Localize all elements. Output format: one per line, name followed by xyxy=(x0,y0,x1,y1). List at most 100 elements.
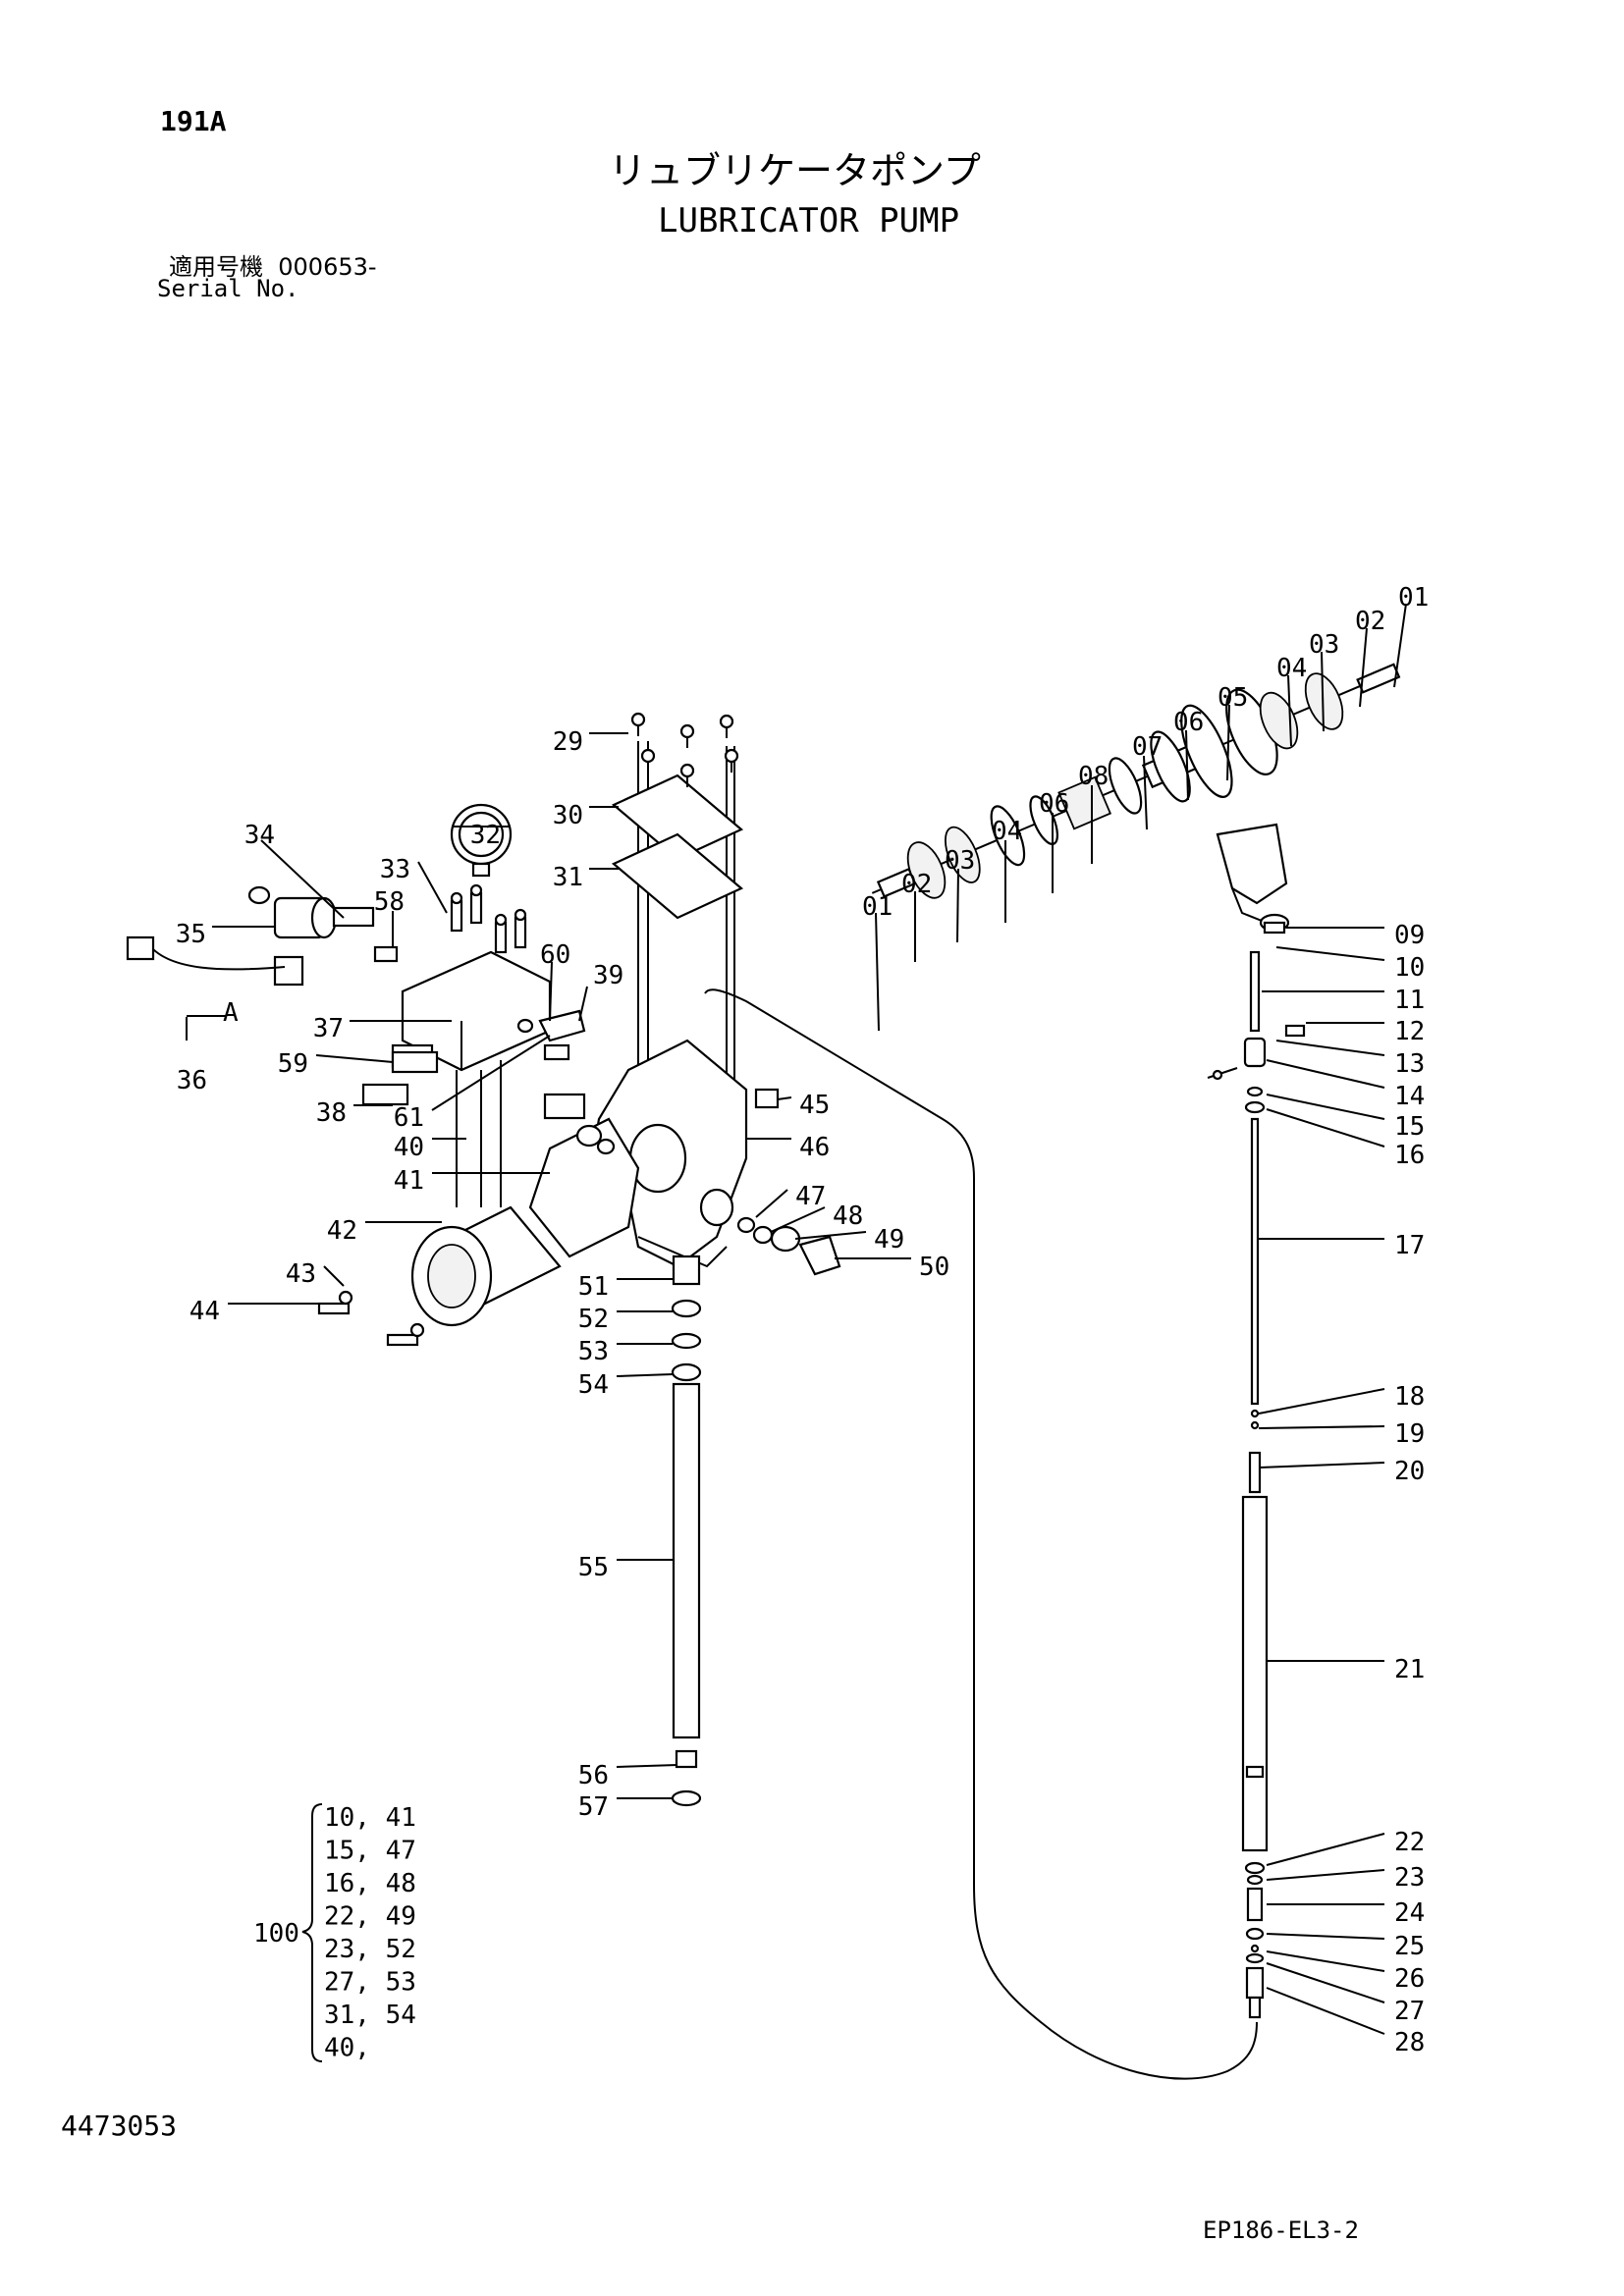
callout-leader xyxy=(777,1096,792,1100)
callout-label: 29 xyxy=(553,727,583,757)
pump-housing xyxy=(528,1039,748,1268)
callout-leader xyxy=(616,1764,678,1768)
callout-label: 27 xyxy=(1394,1997,1425,2026)
callout-label: 35 xyxy=(176,920,206,949)
callout-leader xyxy=(1266,1108,1385,1148)
callout-label: 23 xyxy=(1394,1863,1425,1893)
callout-leader xyxy=(616,1373,674,1377)
manifold-cluster xyxy=(126,803,841,1347)
callout-label: 09 xyxy=(1394,921,1425,950)
callout-label: 15 xyxy=(1394,1112,1425,1142)
callout-label: 30 xyxy=(553,801,583,830)
bracket xyxy=(1216,823,1288,905)
callout-label: 11 xyxy=(1394,986,1425,1015)
kit-row: 16, 48 xyxy=(324,1869,416,1898)
callout-label: 31 xyxy=(553,863,583,892)
callout-leader xyxy=(1275,1040,1385,1056)
callout-leader xyxy=(1359,627,1368,708)
callout-label: 13 xyxy=(1394,1049,1425,1079)
callout-leader xyxy=(1266,1833,1385,1866)
callout-label: 37 xyxy=(313,1014,344,1043)
callout-label: 03 xyxy=(945,846,975,876)
callout-label: 14 xyxy=(1394,1082,1425,1111)
callout-label: 01 xyxy=(862,892,893,922)
kit-row: 40, xyxy=(324,2034,370,2063)
kit-row: 15, 47 xyxy=(324,1837,416,1866)
callout-label: 24 xyxy=(1394,1898,1425,1928)
callout-label: 01 xyxy=(1398,583,1429,613)
callout-label: 60 xyxy=(540,940,570,970)
title-japanese: リュブリケータポンプ xyxy=(609,149,981,192)
callout-leader xyxy=(1321,651,1325,732)
callout-leader xyxy=(1258,1388,1385,1415)
kit-row: 10, 41 xyxy=(324,1803,416,1833)
callout-label: 51 xyxy=(578,1272,609,1302)
callout-label: 06 xyxy=(1173,708,1204,737)
callout-label: 50 xyxy=(919,1253,949,1282)
callout-label: 02 xyxy=(901,870,932,899)
callout-label: 52 xyxy=(578,1305,609,1334)
grease-hose xyxy=(704,988,1258,2080)
callout-label: 08 xyxy=(1078,762,1109,791)
callout-label: 26 xyxy=(1394,1964,1425,1994)
callout-leader xyxy=(1259,1462,1385,1468)
callout-label: 49 xyxy=(874,1225,904,1255)
callout-leader xyxy=(1266,1962,1385,2003)
callout-label: 28 xyxy=(1394,2028,1425,2057)
callout-label: 10 xyxy=(1394,953,1425,983)
callout-label: 32 xyxy=(470,821,501,850)
figure-code: EP186-EL3-2 xyxy=(1203,2216,1359,2244)
kit-row: 23, 52 xyxy=(324,1935,416,1964)
shaft-group xyxy=(871,663,1401,899)
serial-range: 適用号機 000653- xyxy=(169,255,377,279)
callout-leader xyxy=(1266,1933,1385,1940)
callout-leader xyxy=(1258,1425,1385,1429)
callout-leader xyxy=(549,961,553,1022)
callout-label: 16 xyxy=(1394,1141,1425,1170)
callout-label: 36 xyxy=(177,1066,207,1095)
callout-label: 56 xyxy=(578,1761,609,1790)
callout-label: 17 xyxy=(1394,1231,1425,1260)
callout-label: 38 xyxy=(316,1098,347,1128)
pump-column xyxy=(1207,913,1306,2019)
callout-label: 53 xyxy=(578,1337,609,1366)
suction-column xyxy=(671,1255,702,1807)
callout-leader xyxy=(1266,1869,1385,1881)
callout-label: 18 xyxy=(1394,1382,1425,1412)
callout-label: 57 xyxy=(578,1792,609,1822)
top-cover xyxy=(611,712,744,1080)
title-english: LUBRICATOR PUMP xyxy=(658,201,960,240)
document-number: 4473053 xyxy=(61,2109,178,2142)
callout-leader xyxy=(431,1035,551,1111)
callout-leader xyxy=(315,1054,394,1063)
kit-row: 22, 49 xyxy=(324,1902,416,1932)
kit-row: 27, 53 xyxy=(324,1968,416,1998)
callout-leader xyxy=(1143,755,1148,830)
callout-label: 41 xyxy=(394,1166,424,1196)
callout-label: 12 xyxy=(1394,1017,1425,1046)
callout-leader xyxy=(1266,1094,1385,1120)
callout-leader xyxy=(956,868,959,943)
callout-label: 59 xyxy=(278,1049,308,1079)
serial-label-english: Serial No. xyxy=(157,275,299,302)
callout-label: 19 xyxy=(1394,1419,1425,1449)
callout-leader xyxy=(1287,674,1292,747)
callout-label: 20 xyxy=(1394,1457,1425,1486)
kit-number: 100 xyxy=(253,1919,299,1949)
callout-label: 04 xyxy=(992,817,1022,846)
callout-leader xyxy=(1393,603,1407,688)
callout-label: 48 xyxy=(833,1201,863,1231)
callout-label: 39 xyxy=(593,961,623,990)
page-id: 191A xyxy=(160,105,227,137)
callout-label: 40 xyxy=(394,1133,424,1162)
serial-label-japanese: 適用号機 xyxy=(169,253,263,281)
callout-label: 02 xyxy=(1355,607,1385,636)
callout-leader xyxy=(794,1231,867,1240)
callout-label: 07 xyxy=(1132,732,1163,762)
callout-leader xyxy=(260,839,345,919)
callout-leader xyxy=(755,1189,788,1218)
callout-label: 47 xyxy=(795,1182,826,1211)
callout-label: 43 xyxy=(286,1259,316,1289)
callout-leader xyxy=(1266,1950,1385,1972)
